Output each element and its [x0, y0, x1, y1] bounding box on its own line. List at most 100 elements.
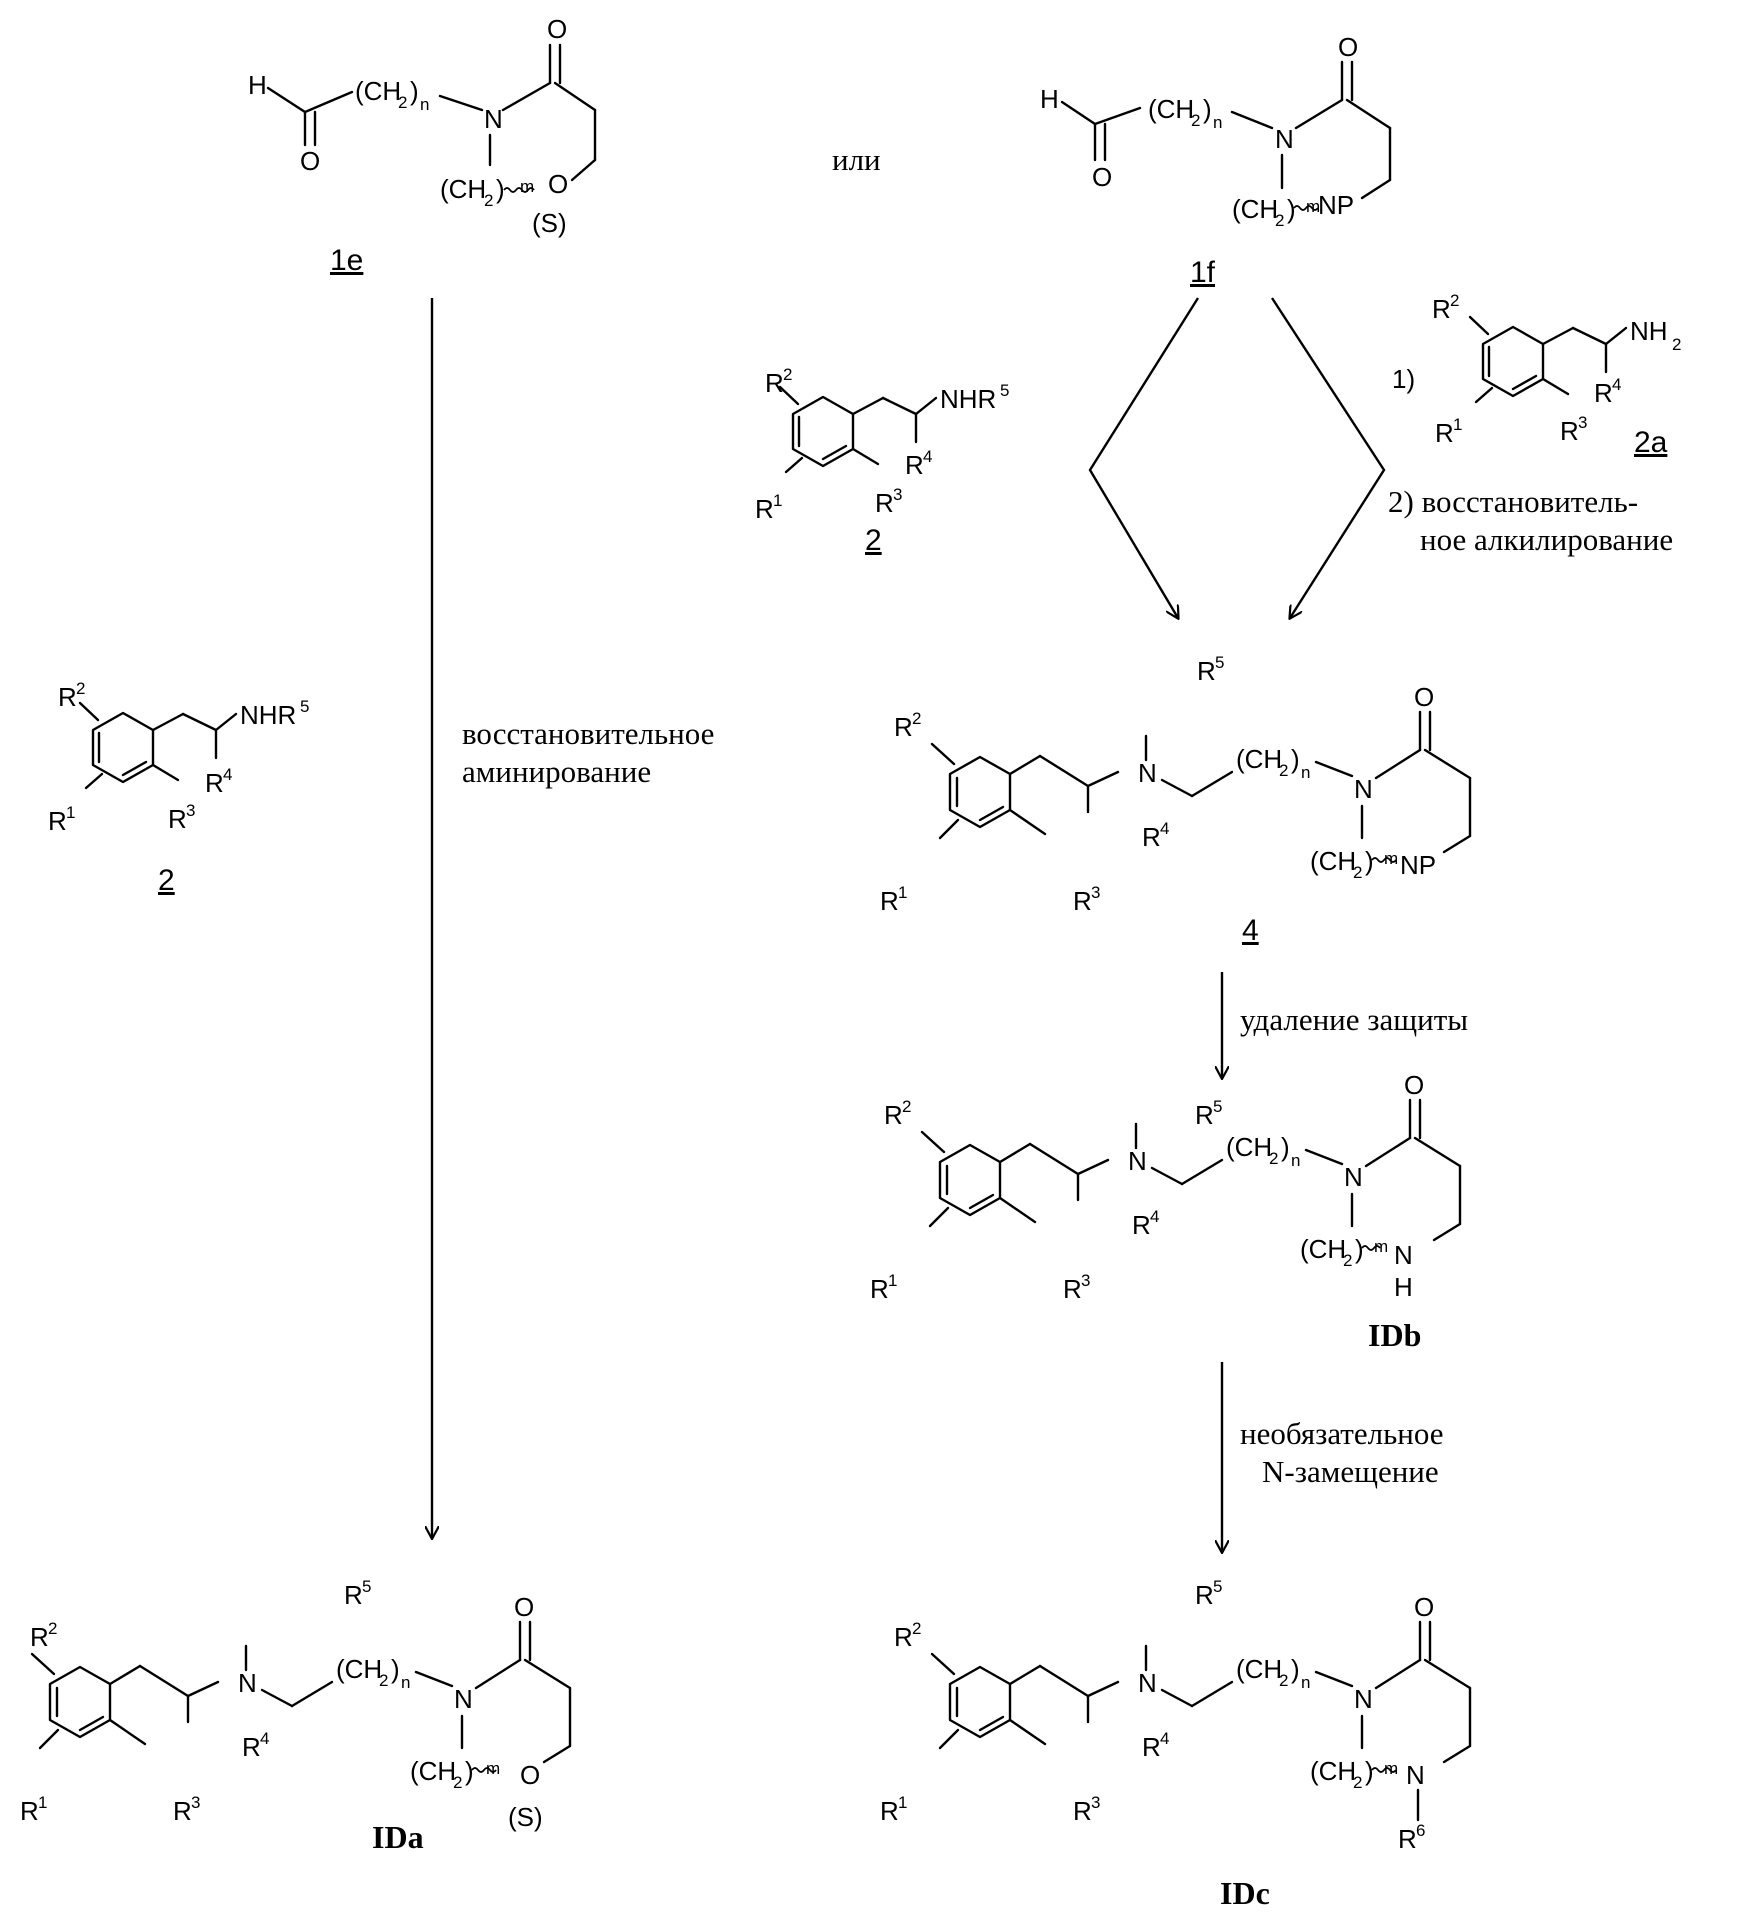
svg-text:5: 5 — [1000, 381, 1009, 400]
svg-text:R: R — [1195, 1100, 1214, 1130]
svg-text:4: 4 — [1150, 1207, 1159, 1226]
svg-text:NHR: NHR — [940, 384, 996, 414]
svg-text:5: 5 — [1215, 653, 1224, 672]
svg-text:R: R — [1594, 378, 1613, 408]
compound-label: 2 — [865, 524, 882, 557]
reaction-label: 2) восстановитель- — [1388, 484, 1638, 519]
svg-text:R: R — [1560, 416, 1579, 446]
svg-text:4: 4 — [1612, 375, 1621, 394]
svg-text:m: m — [1306, 197, 1320, 216]
svg-text:1): 1) — [1392, 364, 1415, 394]
svg-text:5: 5 — [300, 697, 309, 716]
svg-text:(CH: (CH — [336, 1654, 382, 1684]
svg-text:(CH: (CH — [1236, 1654, 1282, 1684]
arrow-1f-left — [1090, 298, 1198, 618]
svg-text:): ) — [1365, 846, 1374, 876]
svg-text:2: 2 — [398, 93, 407, 112]
svg-text:H: H — [1394, 1272, 1413, 1302]
svg-text:N: N — [1128, 1146, 1147, 1176]
svg-text:R: R — [1063, 1274, 1082, 1304]
compound-label: IDc — [1220, 1875, 1270, 1911]
svg-text:1: 1 — [38, 1793, 47, 1812]
svg-text:n: n — [1301, 763, 1310, 782]
svg-text:): ) — [1365, 1756, 1374, 1786]
svg-text:2: 2 — [902, 1097, 911, 1116]
svg-text:N: N — [1275, 124, 1294, 154]
svg-text:R: R — [1073, 886, 1092, 916]
svg-text:O: O — [514, 1592, 534, 1622]
svg-text:5: 5 — [1213, 1577, 1222, 1596]
svg-text:R: R — [755, 494, 774, 524]
compound-1e: H O (CH 2 ) n N O O (CH 2 ) m (S) 1e — [248, 14, 595, 277]
svg-text:(CH: (CH — [440, 174, 486, 204]
svg-text:N: N — [1354, 1684, 1373, 1714]
svg-text:R: R — [205, 768, 224, 798]
svg-text:5: 5 — [1213, 1097, 1222, 1116]
reagent-2a: 1) R 2 NH 2 R 4 R 3 R 1 2a — [1392, 291, 1681, 459]
reaction-label: удаление защиты — [1240, 1002, 1468, 1037]
svg-text:3: 3 — [1091, 883, 1100, 902]
svg-text:3: 3 — [191, 1793, 200, 1812]
svg-text:): ) — [465, 1756, 474, 1786]
svg-text:NH: NH — [1630, 316, 1668, 346]
svg-text:R: R — [765, 368, 784, 398]
svg-text:3: 3 — [1081, 1271, 1090, 1290]
svg-text:m: m — [1384, 849, 1398, 868]
svg-text:5: 5 — [362, 1577, 371, 1596]
compound-IDc: R 5 N R 2 R 4 R 3 R 1 (CH 2 ) n N O N R … — [880, 1577, 1470, 1911]
svg-text:): ) — [1291, 744, 1300, 774]
svg-text:O: O — [1414, 1592, 1434, 1622]
svg-text:R: R — [1132, 1210, 1151, 1240]
svg-text:R: R — [48, 806, 67, 836]
reaction-label: восстановительное — [462, 716, 714, 751]
svg-text:2: 2 — [1353, 1773, 1362, 1792]
compound-IDb: R 5 N R 2 R 4 R 3 R 1 (CH 2 ) n N O N H … — [870, 1070, 1460, 1353]
svg-text:2: 2 — [1450, 291, 1459, 310]
chain-ch2: (CH — [355, 76, 401, 106]
svg-text:3: 3 — [893, 485, 902, 504]
svg-text:2: 2 — [1279, 761, 1288, 780]
compound-label: 1e — [330, 244, 363, 277]
svg-text:R: R — [30, 1622, 49, 1652]
svg-text:2: 2 — [1269, 1149, 1278, 1168]
svg-text:1: 1 — [1453, 415, 1462, 434]
svg-text:O: O — [1404, 1070, 1424, 1100]
svg-text:3: 3 — [1091, 1793, 1100, 1812]
svg-text:(CH: (CH — [1300, 1234, 1346, 1264]
svg-text:n: n — [1301, 1673, 1310, 1692]
compound-label: 2a — [1634, 426, 1668, 459]
svg-text:6: 6 — [1416, 1821, 1425, 1840]
atom-n: N — [484, 104, 503, 134]
svg-text:n: n — [1213, 113, 1222, 132]
svg-text:4: 4 — [260, 1729, 269, 1748]
svg-text:): ) — [1355, 1234, 1364, 1264]
svg-text:R: R — [1073, 1796, 1092, 1826]
svg-text:N: N — [1344, 1162, 1363, 1192]
svg-text:4: 4 — [1160, 1729, 1169, 1748]
svg-text:N: N — [238, 1668, 257, 1698]
svg-text:4: 4 — [923, 447, 932, 466]
svg-text:R: R — [1435, 418, 1454, 448]
svg-text:R: R — [168, 804, 187, 834]
svg-text:(CH: (CH — [1148, 94, 1194, 124]
svg-text:m: m — [486, 1759, 500, 1778]
svg-text:(CH: (CH — [1310, 846, 1356, 876]
svg-text:R: R — [894, 712, 913, 742]
stereo-label: (S) — [532, 208, 567, 238]
svg-text:4: 4 — [223, 765, 232, 784]
svg-text:2: 2 — [1279, 1671, 1288, 1690]
svg-text:R: R — [242, 1732, 261, 1762]
svg-text:R: R — [880, 1796, 899, 1826]
svg-text:): ) — [391, 1654, 400, 1684]
svg-text:R: R — [1197, 656, 1216, 686]
svg-text:R: R — [875, 488, 894, 518]
svg-text:R: R — [884, 1100, 903, 1130]
svg-text:3: 3 — [186, 801, 195, 820]
svg-text:2: 2 — [379, 1671, 388, 1690]
svg-text:m: m — [1384, 1759, 1398, 1778]
svg-text:O: O — [1414, 682, 1434, 712]
svg-text:m: m — [520, 177, 534, 196]
svg-text:1: 1 — [888, 1271, 897, 1290]
compound-label: IDa — [372, 1819, 424, 1855]
